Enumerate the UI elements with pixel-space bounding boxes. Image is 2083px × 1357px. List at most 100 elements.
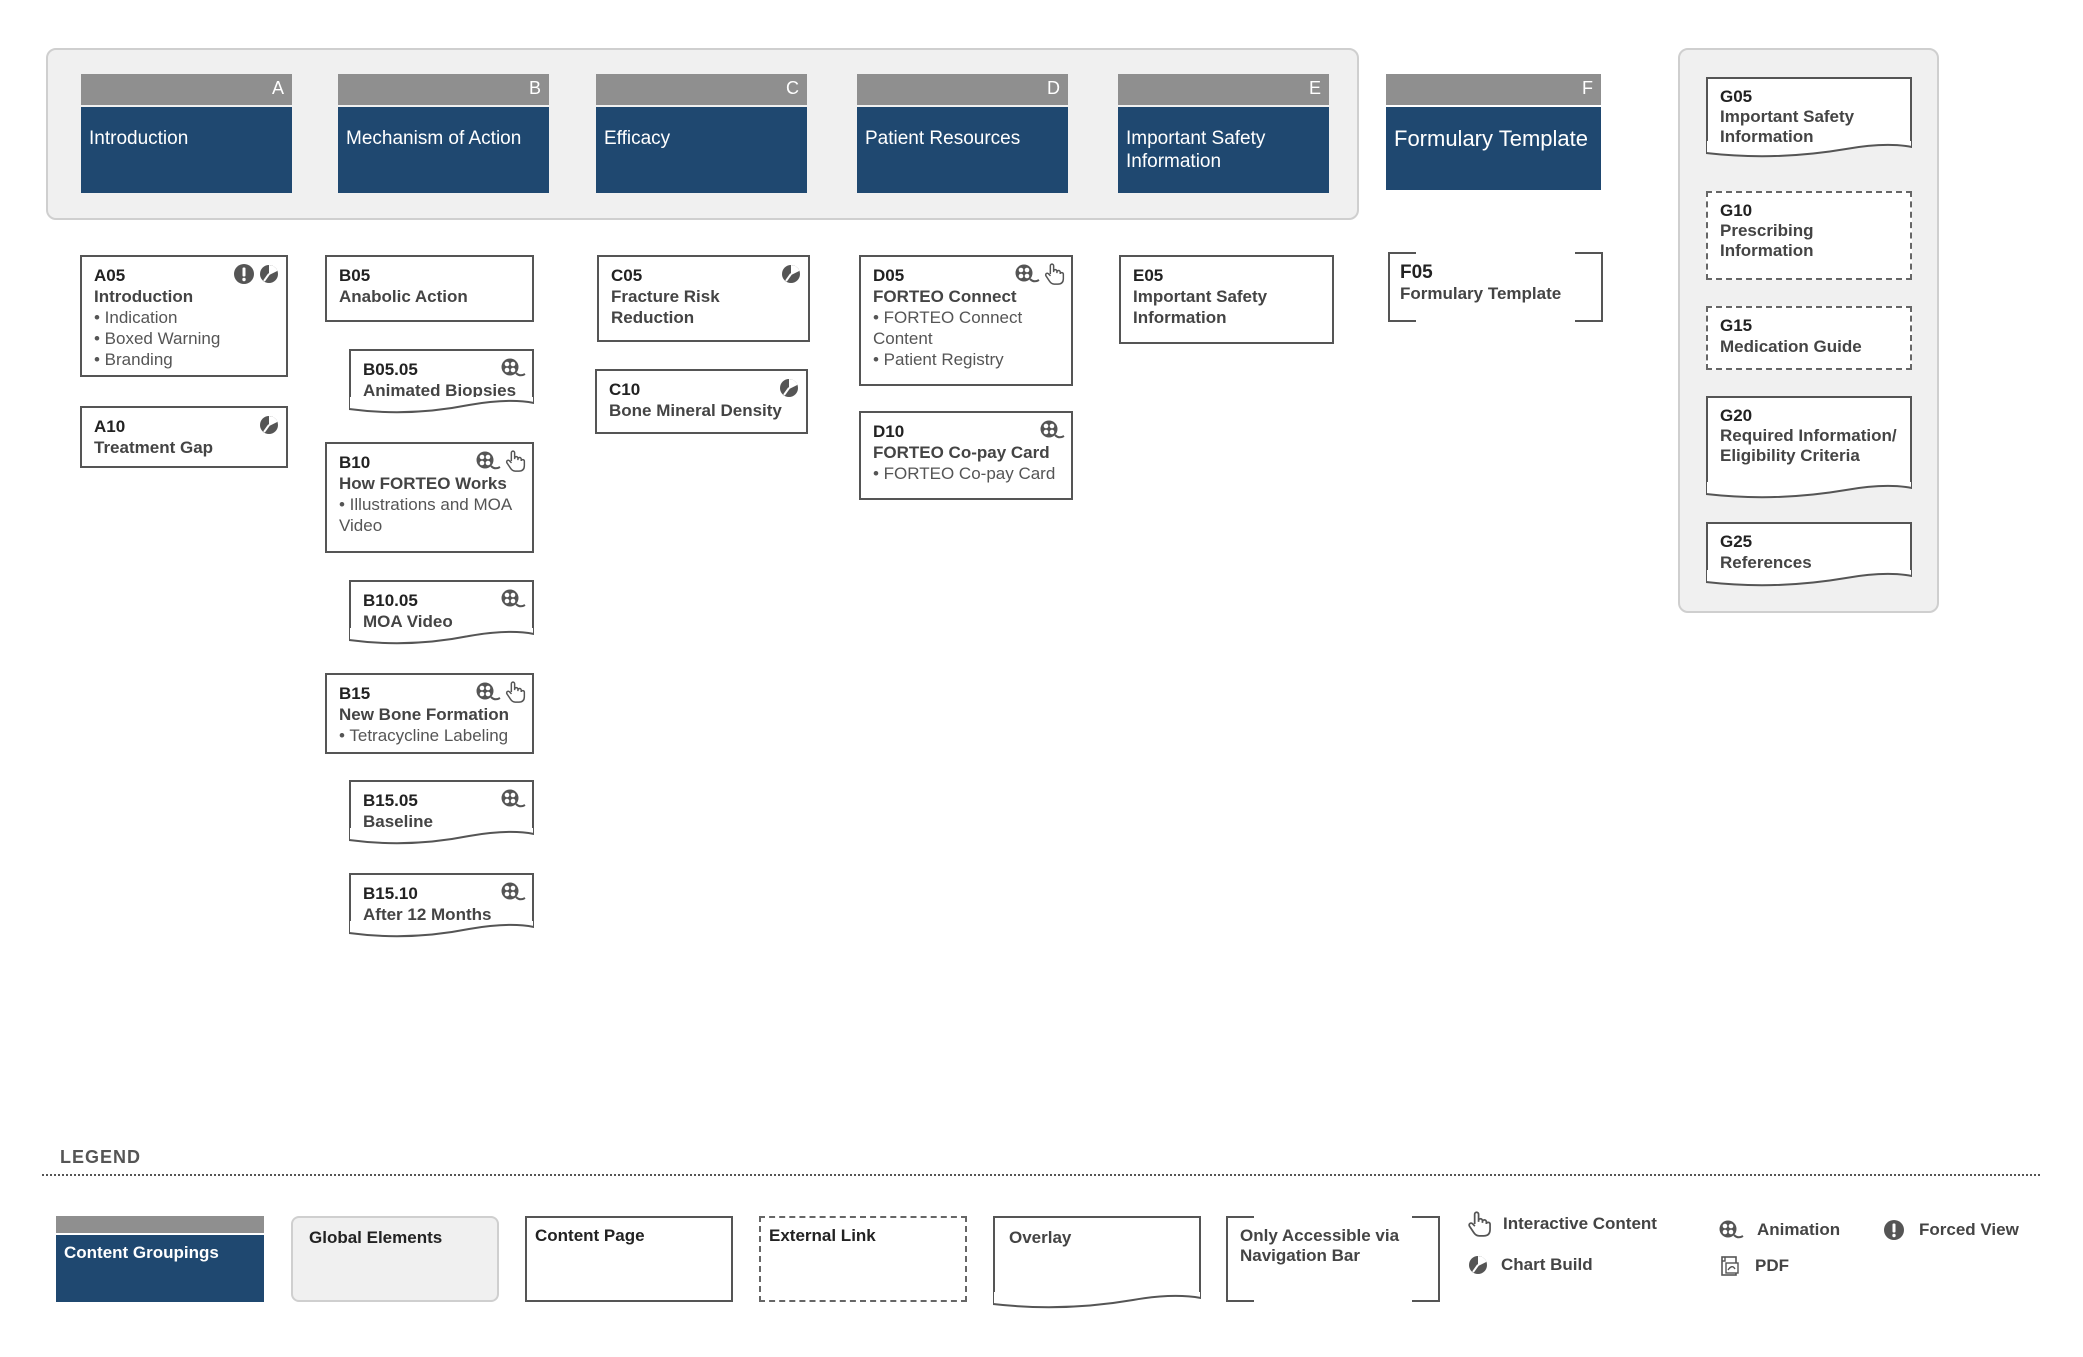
page-title: Fracture Risk Reduction — [611, 287, 720, 327]
page-icons — [258, 414, 280, 436]
page-icons — [233, 263, 280, 285]
page-title: How FORTEO Works — [339, 474, 507, 493]
page-code: C05 — [611, 266, 643, 285]
page-icons — [1039, 419, 1065, 441]
page-b05[interactable]: B05 Anabolic Action — [325, 255, 534, 322]
legend-label: Content Page — [535, 1226, 645, 1245]
legend-chart-build: Chart Build — [1467, 1254, 1593, 1276]
page-bullet: • Illustrations and MOA Video — [339, 495, 512, 535]
page-d10[interactable]: D10 FORTEO Co-pay Card • FORTEO Co-pay C… — [859, 411, 1073, 500]
legend-global-elements: Global Elements — [291, 1216, 499, 1302]
group-d[interactable]: D Patient Resources — [857, 74, 1068, 193]
overlay-wave — [1706, 570, 1912, 587]
group-letter: F — [1386, 74, 1601, 105]
global-g20[interactable]: G20 Required Information/ Eligibility Cr… — [1706, 396, 1912, 499]
group-title: Mechanism of Action — [338, 107, 549, 193]
page-code: E05 — [1133, 266, 1164, 285]
forced-view-icon — [1883, 1219, 1905, 1241]
page-b15[interactable]: B15 New Bone Formation • Tetracycline La… — [325, 673, 534, 754]
legend-interactive: Interactive Content — [1467, 1211, 1657, 1237]
group-title: Important Safety Information — [1118, 107, 1329, 193]
overlay-wave — [349, 628, 534, 645]
global-g25[interactable]: G25 References — [1706, 522, 1912, 587]
page-title: New Bone Formation — [339, 705, 510, 724]
legend-forced-view: Forced View — [1883, 1219, 2019, 1241]
group-letter: A — [81, 74, 292, 105]
page-a10[interactable]: A10 Treatment Gap — [80, 406, 288, 468]
page-icons — [475, 450, 526, 472]
page-icons — [1014, 263, 1065, 285]
page-code: B15.10 — [363, 884, 418, 903]
page-code: G05 — [1720, 87, 1753, 106]
group-f[interactable]: F Formulary Template — [1386, 74, 1601, 190]
legend-overlay: Overlay — [993, 1216, 1201, 1309]
chart-build-icon — [778, 377, 800, 399]
page-f05[interactable]: F05 Formulary Template — [1388, 252, 1603, 322]
page-code: B15 — [339, 684, 371, 703]
legend-content-groupings: Content Groupings — [56, 1216, 264, 1302]
overlay-wave — [1706, 482, 1912, 499]
legend-label: Content Groupings — [56, 1235, 264, 1302]
page-a05[interactable]: A05 Introduction • Indication • Boxed Wa… — [80, 255, 288, 377]
page-c05[interactable]: C05 Fracture Risk Reduction — [597, 255, 810, 342]
overlay-wave — [349, 828, 534, 845]
nav-only-brackets — [1388, 252, 1603, 322]
legend-label: Interactive Content — [1503, 1214, 1657, 1233]
page-b10[interactable]: B10 How FORTEO Works • Illustrations and… — [325, 442, 534, 553]
page-bullet: • Patient Registry — [873, 350, 1004, 369]
page-title: Prescribing Information — [1720, 221, 1814, 260]
page-title: Required Information/ Eligibility Criter… — [1720, 426, 1897, 465]
legend-pdf: PDF — [1719, 1255, 1789, 1277]
page-icons — [475, 681, 526, 703]
group-title: Patient Resources — [857, 107, 1068, 193]
global-g05[interactable]: G05 Important Safety Information — [1706, 77, 1912, 158]
legend-label: Only Accessible via Navigation Bar — [1240, 1226, 1400, 1265]
animation-icon — [500, 588, 526, 610]
page-c10[interactable]: C10 Bone Mineral Density — [595, 369, 808, 434]
overlay-wave — [993, 1292, 1201, 1309]
overlay-b1505[interactable]: B15.05 Baseline — [349, 780, 534, 845]
interactive-icon — [1043, 263, 1065, 285]
legend-group-header — [56, 1216, 264, 1233]
page-bullet: • FORTEO Co-pay Card — [873, 464, 1056, 483]
legend-label: Forced View — [1919, 1220, 2019, 1239]
chart-build-icon — [258, 263, 280, 285]
page-icons — [500, 357, 526, 379]
page-code: A10 — [94, 417, 126, 436]
group-c[interactable]: C Efficacy — [596, 74, 807, 193]
overlay-wave — [349, 397, 534, 414]
page-code: G25 — [1720, 532, 1753, 551]
chart-build-icon — [258, 414, 280, 436]
group-title: Efficacy — [596, 107, 807, 193]
group-letter: E — [1118, 74, 1329, 105]
page-code: D05 — [873, 266, 905, 285]
animation-icon — [500, 881, 526, 903]
page-icons — [500, 788, 526, 810]
page-bullet: • Branding — [94, 350, 173, 369]
chart-build-icon — [1467, 1254, 1489, 1276]
animation-icon — [1014, 263, 1040, 285]
animation-icon — [1039, 419, 1065, 441]
legend-title: LEGEND — [60, 1147, 142, 1167]
animation-icon — [500, 788, 526, 810]
page-code: B10 — [339, 453, 371, 472]
group-b[interactable]: B Mechanism of Action — [338, 74, 549, 193]
overlay-b0505[interactable]: B05.05 Animated Biopsies — [349, 349, 534, 414]
page-bullet: • Boxed Warning — [94, 329, 221, 348]
overlay-b1510[interactable]: B15.10 After 12 Months — [349, 873, 534, 938]
page-icons — [778, 377, 800, 399]
overlay-b1005[interactable]: B10.05 MOA Video — [349, 580, 534, 645]
global-g15[interactable]: G15 Medication Guide — [1706, 306, 1912, 370]
page-title: Formulary Template — [1400, 284, 1562, 303]
animation-icon — [475, 681, 501, 703]
animation-icon — [475, 450, 501, 472]
page-code: G15 — [1720, 316, 1753, 335]
group-e[interactable]: E Important Safety Information — [1118, 74, 1329, 193]
page-d05[interactable]: D05 FORTEO Connect • FORTEO Connect Cont… — [859, 255, 1073, 386]
global-g10[interactable]: G10 Prescribing Information — [1706, 191, 1912, 280]
page-title: FORTEO Co-pay Card — [873, 443, 1050, 462]
animation-icon — [500, 357, 526, 379]
page-e05[interactable]: E05 Important Safety Information — [1119, 255, 1334, 344]
page-title: References — [1720, 553, 1812, 572]
group-a[interactable]: A Introduction — [81, 74, 292, 193]
